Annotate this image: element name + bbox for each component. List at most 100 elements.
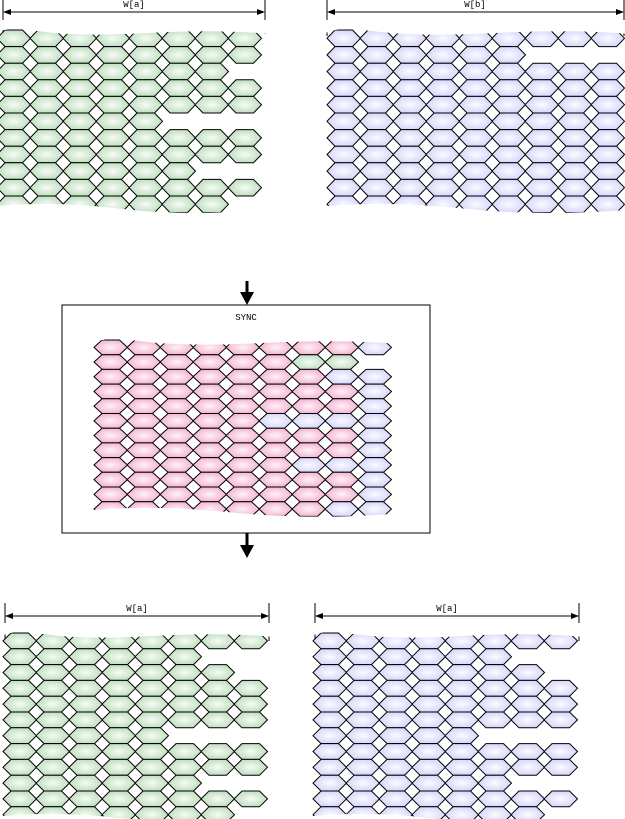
arrowhead-left-icon	[5, 613, 13, 619]
cell-green-r6-c2	[62, 129, 98, 147]
cell-blue-r9-c1	[359, 178, 395, 197]
cell-blue-r9-c2	[378, 774, 414, 792]
cell-blue-r6-c5	[491, 129, 527, 147]
cell-green-r3-c3	[101, 679, 137, 697]
width-dimension-bottom-left: W[a]	[4, 603, 270, 641]
cell-blue-r10-c3	[411, 790, 447, 808]
cell-blue-r8-c7	[543, 758, 579, 776]
cell-green-r0-c6	[200, 632, 236, 650]
cell-green-r1-c2	[62, 46, 98, 64]
cell-green-r6-c5	[161, 129, 197, 147]
cell-blue-r9-c4	[458, 178, 494, 197]
cell-blue-r6-c1	[359, 129, 395, 147]
torn-edge-bottom	[0, 204, 269, 223]
cell-green-r1-c5	[167, 648, 203, 666]
cell-blue-r8-c1	[359, 162, 395, 180]
cell-green-r1-c1	[29, 46, 65, 64]
torn-edge-bottom	[307, 814, 440, 819]
cell-green-r5-c7	[233, 711, 269, 729]
cell-pink-r7-c0	[93, 442, 129, 459]
cell-pink-r10-c4	[225, 486, 261, 503]
cell-blue-r5-c5	[477, 711, 513, 729]
cell-green-r2-c6	[194, 62, 230, 81]
cell-green-r2-c2	[62, 62, 98, 81]
cell-blue-r1-c1	[359, 46, 395, 64]
cell-pink-r5-c3	[192, 413, 228, 429]
cell-green-r8-c5	[167, 758, 203, 776]
cell-green-r0-c0	[2, 632, 38, 650]
cell-pink-r1-c4	[225, 354, 261, 370]
cell-blue-r5-c3	[425, 112, 461, 131]
cell-blue-r10-c1	[345, 790, 381, 808]
cell-pink-r9-c3	[192, 471, 228, 488]
cell-blue-r5-c3	[411, 711, 447, 729]
cell-pink-r8-c4	[225, 457, 261, 473]
cell-green-r5-c2	[68, 711, 104, 729]
cell-blue-r10-c7	[557, 195, 593, 214]
cell-blue-r4-c6	[524, 95, 560, 114]
cell-green-r10-c5	[167, 790, 203, 808]
cell-green-r7-c1	[35, 743, 71, 760]
cell-blue-r9-c0	[326, 178, 362, 197]
cell-pink-r3-c1	[126, 383, 162, 400]
width-label-top-left: W[a]	[123, 0, 145, 10]
cell-pink-r6-c4	[225, 427, 261, 444]
cell-blue-r7-c6	[524, 145, 560, 164]
cell-blue-r8-c0	[312, 758, 348, 776]
cell-pink-r2-c4	[225, 368, 261, 385]
cell-pink-r1-c3	[192, 354, 228, 370]
cell-green-r3-c1	[29, 79, 65, 97]
cell-blue-r3-c7	[557, 79, 593, 97]
cell-blue-r9-c1	[345, 774, 381, 792]
cell-blue-r0-c6	[524, 29, 560, 48]
cell-green-r2-c2	[68, 664, 104, 681]
cell-green-r11-c6	[200, 806, 236, 819]
cell-pink-r6-c6	[291, 427, 327, 444]
arrowhead-left-icon	[3, 9, 11, 15]
cell-blue-r7-c1	[359, 145, 395, 164]
cell-green-r4-c6	[200, 695, 236, 713]
cell-green-r5-c2	[62, 112, 98, 131]
cell-green-r7-c1	[29, 145, 65, 164]
torn-edge-top	[0, 623, 275, 638]
cell-green-r1-c4	[134, 648, 170, 666]
cell-blue-r2-c6	[524, 62, 560, 81]
arrowhead-right-icon	[616, 9, 624, 15]
cell-pink-r2-c2	[159, 368, 195, 385]
cell-green-r3-c7	[233, 679, 269, 697]
cell-pink-r4-c0	[93, 398, 129, 414]
cell-green-r9-c2	[62, 178, 98, 197]
cell-green-r10-c2	[68, 790, 104, 808]
cell-blue-r3-c5	[491, 79, 527, 97]
cell-blue-r4-c8	[590, 95, 625, 114]
arrowhead-right-icon	[257, 9, 265, 15]
cell-blue-r8-c4	[444, 758, 480, 776]
cell-blue-r11-c5	[477, 806, 513, 819]
cell-pink-r5-c4	[225, 413, 261, 429]
cell-green-r4-c2	[62, 95, 98, 114]
cell-blue-r1-c3	[425, 46, 461, 64]
cell-blue-r4-c7	[543, 695, 579, 713]
cell-pink-r4-c7	[324, 398, 360, 414]
cell-green-r2-c1	[35, 664, 71, 681]
cell-green-r7-c5	[167, 743, 203, 760]
cell-blue-r7-c0	[312, 743, 348, 760]
cell-green-r6-c4	[134, 727, 170, 745]
grid-top-left-wavefront	[0, 20, 269, 223]
cell-blue-r3-c3	[411, 679, 447, 697]
cell-blue-r7-c2	[392, 145, 428, 164]
cell-blue-r2-c1	[345, 664, 381, 681]
cell-blue-r11-c4	[444, 806, 480, 819]
cell-pink-r6-c7	[324, 427, 360, 444]
cell-blue-r8-c2	[378, 758, 414, 776]
cell-blue-r11-c8	[357, 501, 393, 517]
cell-blue-r5-c6	[510, 711, 546, 729]
cell-green-r9-c5	[167, 774, 203, 792]
cell-pink-r9-c1	[126, 471, 162, 488]
cell-green-r1-c7	[227, 46, 263, 64]
cell-blue-r2-c1	[359, 62, 395, 81]
cell-pink-r7-c7	[324, 442, 360, 459]
cell-green-r6-c4	[128, 129, 164, 147]
cell-pink-r8-c0	[93, 457, 129, 473]
cell-green-r8-c4	[134, 758, 170, 776]
